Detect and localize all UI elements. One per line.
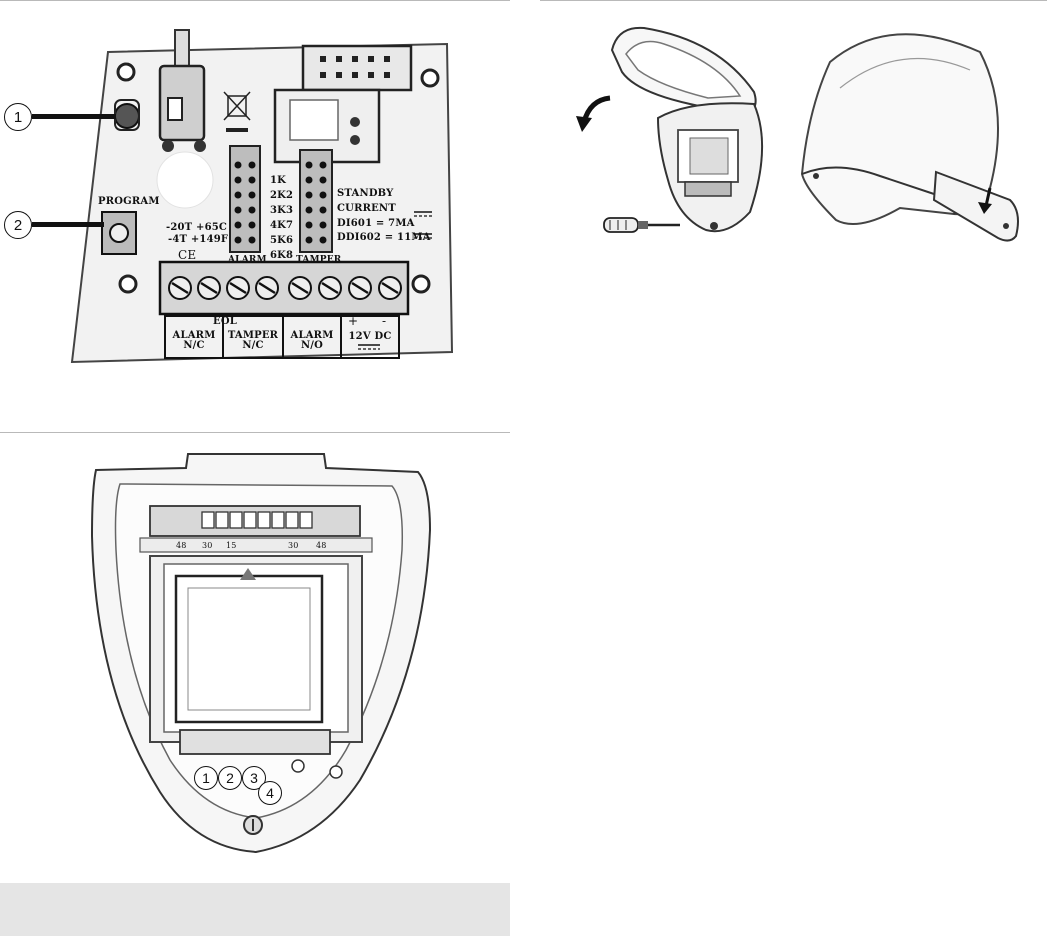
scale-label-48-right: 48: [316, 541, 327, 550]
middle-rule-left: [0, 432, 510, 433]
resistor-4k7: 4K7: [270, 220, 293, 231]
tamper-jumper-label: TAMPER: [296, 255, 341, 265]
detector-internal-drawing: [0, 440, 510, 870]
callout-1: 1: [4, 103, 32, 131]
terminal-label-12v-dc: 12V DC: [341, 331, 399, 342]
temp-fahrenheit: -4T +149F: [168, 234, 228, 245]
alarm-jumper-label: ALARM: [228, 255, 267, 265]
current-ddi602: DDI602 = 11MA: [337, 232, 431, 243]
eol-label: EOL: [213, 316, 237, 327]
scale-label-30-right: 30: [288, 541, 299, 550]
callout-2-leader: [32, 222, 104, 227]
pcb-board-drawing: [0, 0, 510, 420]
scale-label-48-left: 48: [176, 541, 187, 550]
callout-4: 4: [258, 781, 282, 805]
terminal-label-alarm-no: ALARM N/O: [283, 331, 341, 351]
internal-figure: 48 30 15 30 48 1 2 3 4: [0, 440, 510, 870]
resistor-3k3: 3K3: [270, 205, 293, 216]
resistor-2k2: 2K2: [270, 190, 293, 201]
callout-1-leader: [32, 114, 116, 119]
detector-open-drawing: [540, 0, 1047, 280]
ce-mark: CE: [178, 248, 196, 262]
resistor-6k8: 6K8: [270, 250, 293, 261]
terminal-label-tamper-nc: TAMPER N/C: [223, 331, 283, 351]
note-box: [0, 883, 510, 936]
scale-label-30-left: 30: [202, 541, 213, 550]
scale-label-15: 15: [226, 541, 237, 550]
callout-2: 2: [4, 211, 32, 239]
callout-1: 1: [194, 766, 218, 790]
polarity-minus: -: [382, 314, 386, 328]
terminal-label-line2: N/C: [223, 341, 283, 351]
resistor-1k: 1K: [270, 175, 286, 186]
opening-figure: [540, 0, 1047, 280]
current-di601: DI601 = 7MA: [337, 218, 415, 229]
terminal-label-line2: N/C: [165, 341, 223, 351]
polarity-plus: +: [348, 314, 358, 328]
current-label: CURRENT: [337, 203, 396, 214]
standby-label: STANDBY: [337, 188, 394, 199]
pcb-figure: 1 2 PROGRAM -20T +65C -4T +149F CE 1K 2K…: [0, 0, 510, 420]
terminal-label-alarm-nc: ALARM N/C: [165, 331, 223, 351]
resistor-5k6: 5K6: [270, 235, 293, 246]
callout-2: 2: [218, 766, 242, 790]
program-label: PROGRAM: [98, 196, 160, 207]
terminal-label-line2: N/O: [283, 341, 341, 351]
temp-celsius: -20T +65C: [166, 222, 227, 233]
